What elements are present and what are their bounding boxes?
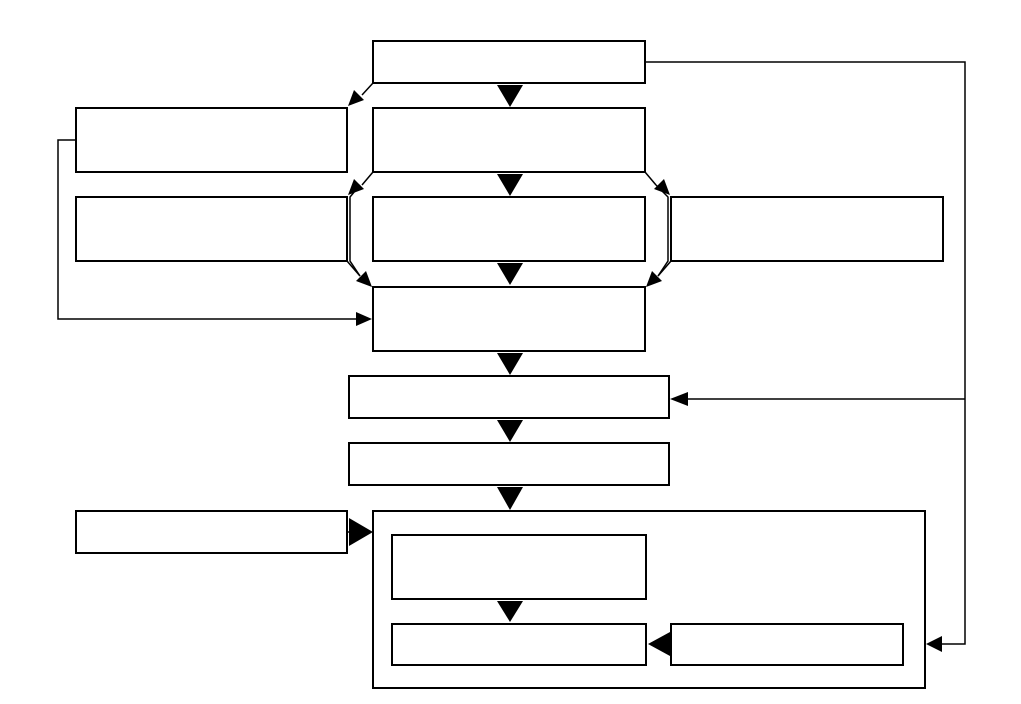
- box-top: [372, 40, 646, 84]
- connector-octagon-right: [655, 184, 669, 277]
- arrow-bypass-to-merge: [356, 312, 372, 326]
- arrow-loop-to-container: [926, 636, 942, 652]
- box-inner-bottom-left: [391, 623, 647, 666]
- box-center-2: [372, 196, 646, 262]
- arrow-loop-to-wide1: [670, 392, 688, 406]
- box-center-1: [372, 107, 646, 173]
- arrow-right-to-inner-left: [648, 632, 670, 656]
- connector-top-right-loop: [645, 61, 966, 645]
- box-left-1: [75, 107, 348, 173]
- arrow-down-1: [497, 85, 523, 107]
- box-merge: [372, 286, 646, 352]
- connector-left1-bypass: [57, 139, 360, 320]
- arrow-to-left2: [348, 179, 364, 195]
- connector-octagon-left: [349, 184, 361, 277]
- box-left-2: [75, 196, 348, 262]
- box-left-input: [75, 510, 348, 554]
- arrow-down-6: [497, 487, 523, 510]
- arrow-left-to-merge: [356, 271, 372, 287]
- arrow-down-5: [497, 420, 523, 442]
- arrow-to-left1: [348, 90, 364, 106]
- box-right-2: [670, 196, 944, 262]
- arrow-leftinput-to-container: [349, 518, 373, 546]
- connector-center1-to-left2: [361, 171, 374, 186]
- box-inner-bottom-right: [670, 623, 904, 666]
- connector-top-to-left1: [361, 82, 374, 96]
- arrow-down-7: [497, 601, 523, 622]
- box-wide-2: [348, 442, 670, 486]
- arrow-down-3: [497, 263, 523, 285]
- arrow-to-right2: [654, 179, 670, 195]
- box-wide-1: [348, 375, 670, 419]
- arrow-right-to-merge: [646, 271, 662, 287]
- connector-center1-to-right2: [644, 171, 657, 186]
- arrow-down-4: [497, 353, 523, 375]
- box-inner-top: [391, 534, 647, 600]
- arrow-down-2: [497, 174, 523, 196]
